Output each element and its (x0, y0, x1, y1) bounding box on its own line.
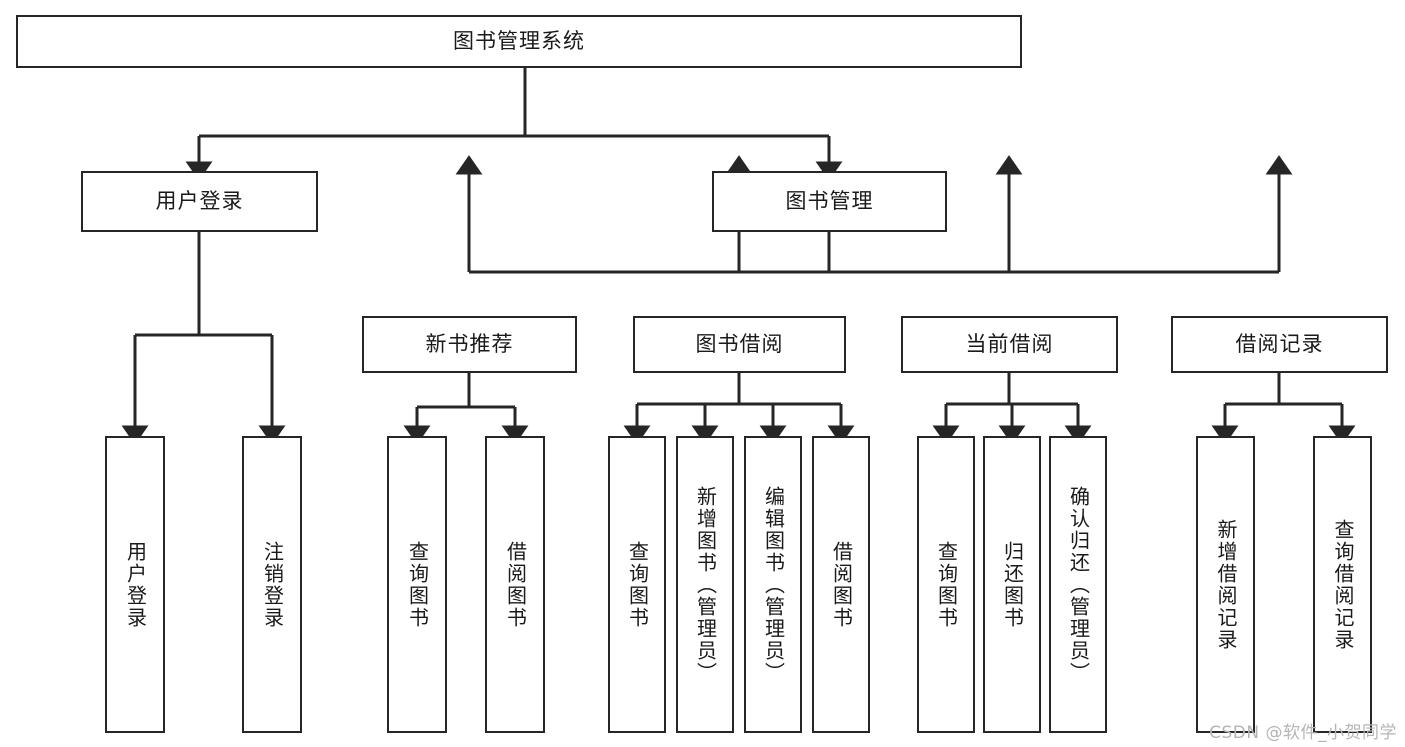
node-book-borrow[interactable]: 图书借阅 (633, 316, 846, 373)
node-borrow-record[interactable]: 借阅记录 (1171, 316, 1388, 373)
leaf-query-borrow-record[interactable]: 查询借阅记录 (1313, 436, 1372, 733)
leaf-query-book-1[interactable]: 查询图书 (387, 436, 447, 733)
node-new-book-recommend[interactable]: 新书推荐 (362, 316, 577, 373)
leaf-query-book-3[interactable]: 查询图书 (917, 436, 975, 733)
leaf-query-book-2[interactable]: 查询图书 (608, 436, 666, 733)
node-new-book-recommend-label: 新书推荐 (425, 331, 514, 356)
leaf-add-borrow-record[interactable]: 新增借阅记录 (1196, 436, 1255, 733)
node-user-login[interactable]: 用户登录 (81, 171, 318, 232)
leaf-borrow-book-2[interactable]: 借阅图书 (812, 436, 870, 733)
node-current-borrow-label: 当前借阅 (965, 331, 1054, 356)
node-user-login-label: 用户登录 (155, 188, 244, 213)
watermark: CSDN @软件_小贺同学 (1209, 723, 1397, 743)
leaf-query-borrow-record-label: 查询借阅记录 (1331, 518, 1355, 651)
leaf-logout-label: 注销登录 (260, 540, 285, 629)
leaf-borrow-book-1[interactable]: 借阅图书 (485, 436, 545, 733)
node-book-borrow-label: 图书借阅 (695, 331, 784, 356)
node-root-label: 图书管理系统 (453, 28, 585, 53)
leaf-add-borrow-record-label: 新增借阅记录 (1214, 518, 1238, 651)
leaf-confirm-return-label: 确认归还（管理员） (1066, 485, 1091, 684)
edge-paths (121, 68, 1356, 445)
leaf-edit-book-label: 编辑图书（管理员） (761, 485, 786, 684)
leaf-query-book-1-label: 查询图书 (405, 540, 430, 629)
node-book-manage[interactable]: 图书管理 (712, 171, 947, 232)
node-book-manage-label: 图书管理 (785, 188, 874, 213)
leaf-query-book-2-label: 查询图书 (625, 540, 650, 629)
leaf-borrow-book-2-label: 借阅图书 (829, 540, 854, 629)
leaf-logout[interactable]: 注销登录 (242, 436, 302, 733)
leaf-return-book[interactable]: 归还图书 (983, 436, 1041, 733)
leaf-edit-book[interactable]: 编辑图书（管理员） (744, 436, 802, 733)
leaf-confirm-return[interactable]: 确认归还（管理员） (1049, 436, 1107, 733)
leaf-add-book[interactable]: 新增图书（管理员） (676, 436, 734, 733)
leaf-user-login-label: 用户登录 (123, 540, 148, 629)
leaf-add-book-label: 新增图书（管理员） (693, 485, 718, 684)
node-current-borrow[interactable]: 当前借阅 (901, 316, 1118, 373)
node-borrow-record-label: 借阅记录 (1235, 331, 1324, 356)
leaf-query-book-3-label: 查询图书 (934, 540, 959, 629)
node-root[interactable]: 图书管理系统 (16, 15, 1022, 68)
leaf-user-login[interactable]: 用户登录 (105, 436, 165, 733)
leaf-return-book-label: 归还图书 (1000, 540, 1025, 629)
leaf-borrow-book-1-label: 借阅图书 (503, 540, 528, 629)
